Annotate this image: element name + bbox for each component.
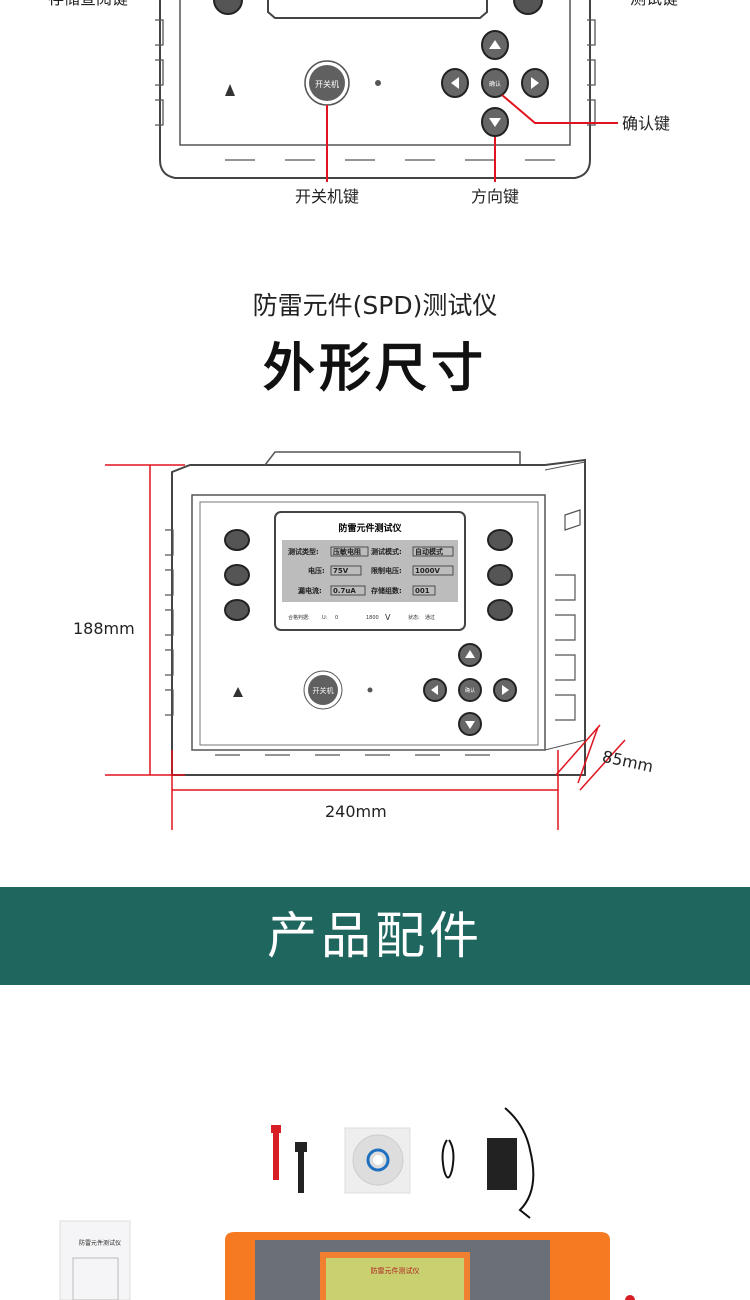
voltage-value: 75V bbox=[333, 567, 349, 575]
test-key-label: 测试键 bbox=[630, 0, 678, 8]
svg-text:开关机: 开关机 bbox=[313, 686, 334, 695]
power-button[interactable]: 开关机 bbox=[303, 670, 343, 710]
accessories-banner: 产品配件 bbox=[0, 887, 750, 985]
status-value: 通过 bbox=[425, 614, 435, 621]
storage-key-label: 存储查阅键 bbox=[48, 0, 128, 8]
arrow-down-icon bbox=[489, 118, 501, 127]
indicator-dot-icon bbox=[375, 80, 381, 86]
top-device-diagram: 开关机 确认 开关机键 方向键 确认键 存储查阅键 测试键 bbox=[48, 0, 678, 206]
svg-text:合格判据:: 合格判据: bbox=[288, 614, 310, 621]
svg-text:V: V bbox=[385, 613, 391, 622]
svg-text:0: 0 bbox=[335, 615, 338, 621]
svg-text:U:: U: bbox=[322, 615, 328, 621]
svg-text:确认: 确认 bbox=[489, 80, 501, 88]
side-button[interactable] bbox=[224, 564, 250, 586]
test-type-value: 压敏电阻 bbox=[333, 547, 361, 556]
test-mode-value: 自动模式 bbox=[415, 547, 443, 556]
svg-text:确认: 确认 bbox=[465, 687, 475, 694]
accessories-photo: 防雷元件测试仪 防雷元件测试仪 bbox=[59, 1107, 635, 1300]
warning-icon bbox=[233, 687, 243, 697]
svg-text:测试模式:: 测试模式: bbox=[371, 547, 402, 556]
svg-text:防雷元件测试仪: 防雷元件测试仪 bbox=[79, 1239, 121, 1247]
power-button[interactable]: 开关机 bbox=[304, 60, 350, 106]
power-adapter-icon bbox=[487, 1107, 535, 1219]
test-leads-icon bbox=[271, 1125, 307, 1193]
cd-icon bbox=[344, 1127, 411, 1194]
svg-text:开关机: 开关机 bbox=[315, 79, 339, 89]
side-button[interactable] bbox=[487, 564, 513, 586]
manual-icon: 防雷元件测试仪 bbox=[59, 1220, 131, 1300]
power-key-label: 开关机键 bbox=[295, 187, 359, 206]
height-dimension: 188mm bbox=[73, 619, 135, 638]
product-subtitle: 防雷元件(SPD)测试仪 bbox=[252, 291, 498, 320]
arrow-right-icon bbox=[531, 77, 539, 89]
svg-text:1800: 1800 bbox=[366, 615, 379, 621]
limit-voltage-value: 1000V bbox=[415, 567, 440, 575]
storage-count-value: 001 bbox=[415, 587, 430, 595]
confirm-key-label: 确认键 bbox=[622, 114, 670, 133]
svg-text:防雷元件测试仪: 防雷元件测试仪 bbox=[371, 1266, 420, 1275]
warning-icon bbox=[225, 84, 235, 96]
svg-text:状态:: 状态: bbox=[408, 614, 420, 621]
arrow-left-icon bbox=[451, 77, 459, 89]
arrow-up-icon bbox=[489, 40, 501, 49]
svg-text:存储组数:: 存储组数: bbox=[371, 586, 402, 595]
svg-text:限制电压:: 限制电压: bbox=[371, 566, 402, 575]
section-title: 外形尺寸 bbox=[262, 339, 487, 399]
side-button[interactable] bbox=[487, 599, 513, 621]
svg-text:测试类型:: 测试类型: bbox=[288, 547, 319, 556]
width-dimension: 240mm bbox=[325, 802, 387, 821]
side-button[interactable] bbox=[487, 529, 513, 551]
side-button[interactable] bbox=[224, 599, 250, 621]
confirm-button[interactable] bbox=[458, 678, 482, 702]
direction-key-label: 方向键 bbox=[471, 187, 519, 206]
orange-tester-device: 防雷元件测试仪 bbox=[225, 1232, 610, 1300]
svg-text:漏电流:: 漏电流: bbox=[298, 586, 322, 595]
screen-title: 防雷元件测试仪 bbox=[338, 522, 402, 534]
usb-cable-icon bbox=[441, 1139, 455, 1179]
dimension-diagram: 防雷元件测试仪 测试类型: 压敏电阻 测试模式: 自动模式 电压: 75V 限制… bbox=[105, 451, 626, 830]
leakage-current-value: 0.7uA bbox=[333, 587, 356, 595]
svg-text:电压:: 电压: bbox=[308, 566, 325, 575]
confirm-button[interactable] bbox=[481, 68, 509, 98]
side-button[interactable] bbox=[224, 529, 250, 551]
